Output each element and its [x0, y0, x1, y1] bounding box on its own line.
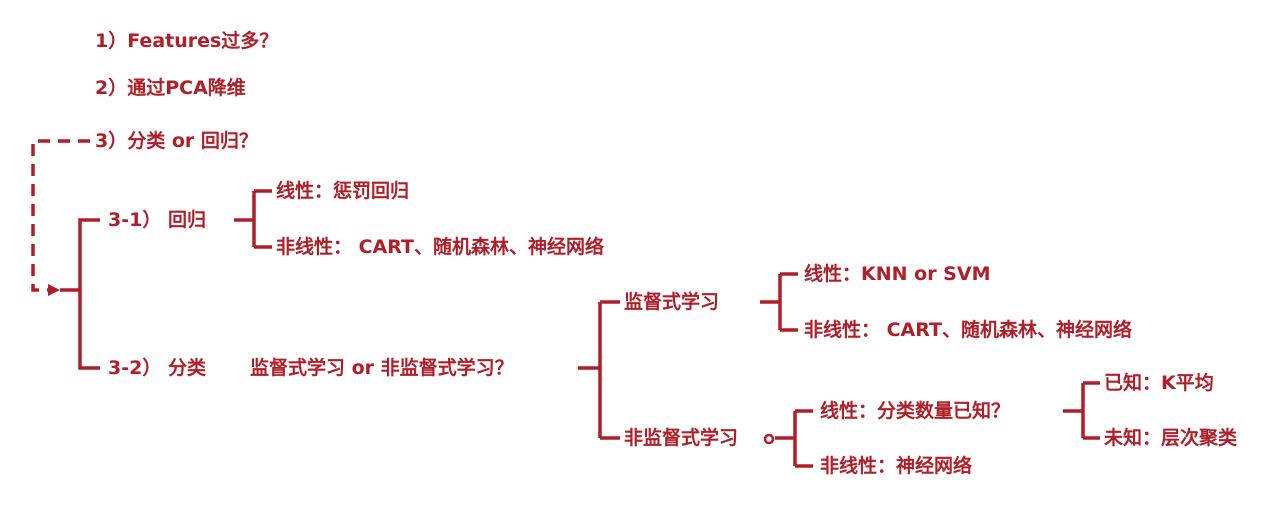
- regression-label: 3-1） 回归: [108, 209, 206, 231]
- regression-bracket: [234, 189, 272, 249]
- classification-bracket: [578, 300, 620, 440]
- cluster-known-text: 已知：K平均: [1104, 372, 1214, 394]
- supervised-bracket: [760, 272, 798, 332]
- junction-dot-icon: [763, 433, 775, 445]
- supervised-linear-text: 线性：KNN or SVM: [804, 263, 991, 285]
- supervised-nonlinear-text: 非线性： CART、随机森林、神经网络: [804, 319, 1133, 341]
- unsupervised-bracket: [775, 409, 813, 468]
- step3-text: 3）分类 or 回归？: [95, 130, 258, 152]
- dashed-loop-line: [31, 139, 90, 292]
- supervised-label: 监督式学习: [624, 291, 720, 313]
- regression-nonlinear-text: 非线性： CART、随机森林、神经网络: [276, 236, 605, 258]
- arrow-head-icon: [48, 284, 60, 296]
- unsupervised-label: 非监督式学习: [624, 427, 739, 449]
- unsupervised-nonlinear-text: 非线性：神经网络: [820, 455, 973, 477]
- main-branch-bracket: [60, 218, 100, 370]
- step2-text: 2）通过PCA降维: [95, 77, 246, 99]
- classification-question-text: 监督式学习 or 非监督式学习？: [250, 357, 514, 379]
- cluster-unknown-text: 未知：层次聚类: [1104, 427, 1238, 449]
- classification-label: 3-2） 分类: [108, 357, 206, 379]
- step1-text: 1）Features过多？: [95, 30, 279, 52]
- regression-linear-text: 线性：惩罚回归: [276, 180, 410, 202]
- unsupervised-linear-text: 线性：分类数量已知？: [820, 400, 1011, 422]
- cluster-count-bracket: [1063, 381, 1100, 440]
